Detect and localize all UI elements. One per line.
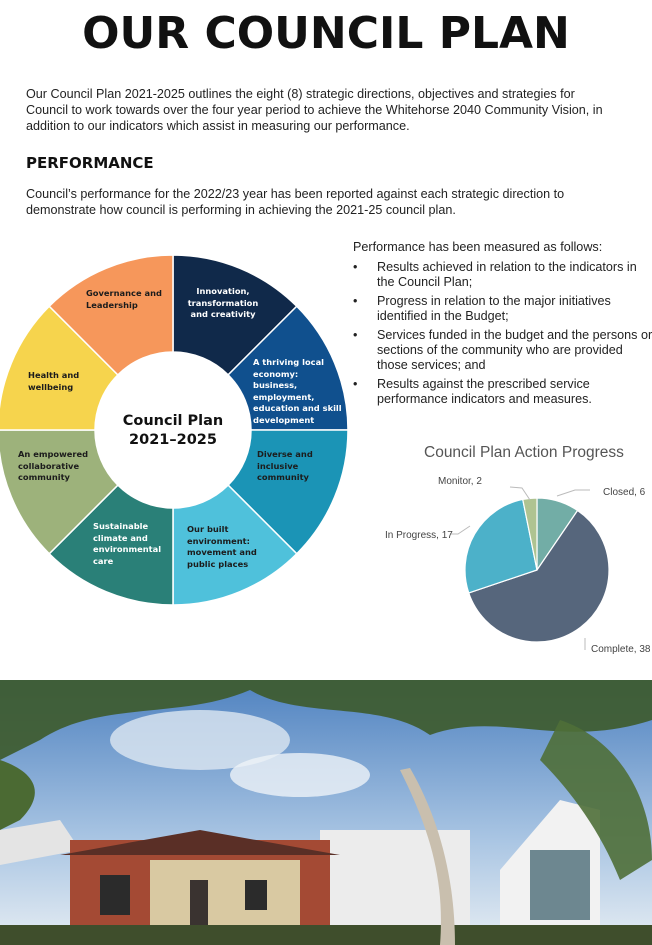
measurement-intro: Performance has been measured as follows… bbox=[353, 240, 603, 254]
performance-heading: PERFORMANCE bbox=[26, 154, 154, 172]
pie-slice-in-progress bbox=[464, 498, 538, 594]
segment-label-sustainable: Sustainable climate and environmental ca… bbox=[93, 521, 162, 566]
pie-label-closed: Closed, 6 bbox=[603, 487, 646, 498]
performance-paragraph: Council’s performance for the 2022/23 ye… bbox=[26, 187, 565, 217]
segment-label-empowered: An empowered collaborative community bbox=[18, 449, 89, 482]
segment-label-innovation: Innovation, transformation and creativit… bbox=[187, 286, 259, 319]
segment-label-built-environment: Our built environment: movement and publ… bbox=[187, 524, 257, 569]
measurement-list: Performance has been measured as follows… bbox=[353, 240, 652, 411]
segment-label-diverse: Diverse and inclusive community bbox=[257, 449, 313, 482]
pie-label-complete: Complete, 38 bbox=[591, 644, 651, 655]
intro-paragraph: Our Council Plan 2021-2025 outlines the … bbox=[26, 87, 603, 133]
pie-slice-monitor bbox=[522, 497, 538, 571]
pie-label-monitor: Monitor, 2 bbox=[438, 476, 482, 487]
wheel-center-label: Council Plan 2021–2025 bbox=[95, 412, 251, 450]
measurement-item: Results achieved in relation to the indi… bbox=[353, 260, 652, 290]
wheel-center-line1: Council Plan bbox=[122, 413, 224, 429]
chart-title: Council Plan Action Progress bbox=[424, 444, 624, 461]
pie-leader-line bbox=[509, 486, 531, 501]
action-progress-pie bbox=[450, 486, 610, 650]
council-plan-wheel bbox=[0, 254, 349, 606]
segment-label-health: Health and wellbeing bbox=[28, 370, 80, 392]
segment-label-governance: Governance and Leadership bbox=[86, 288, 162, 310]
wheel-segment bbox=[48, 254, 174, 376]
pie-label-in-progress: In Progress, 17 bbox=[385, 530, 453, 541]
segment-label-economy: A thriving local economy: business, empl… bbox=[253, 357, 342, 425]
wheel-segment bbox=[0, 429, 119, 555]
measurement-item: Services funded in the budget and the pe… bbox=[353, 328, 652, 373]
pie-leader-line bbox=[450, 525, 471, 535]
measurement-item: Results against the prescribed service p… bbox=[353, 377, 652, 407]
page-title: OUR COUNCIL PLAN bbox=[82, 8, 570, 59]
council-building-photo bbox=[0, 680, 652, 945]
wheel-center-line2: 2021–2025 bbox=[129, 432, 217, 448]
pie-leader-line bbox=[556, 489, 590, 497]
pie-slice-complete bbox=[467, 509, 610, 643]
measurement-item: Progress in relation to the major initia… bbox=[353, 294, 652, 324]
